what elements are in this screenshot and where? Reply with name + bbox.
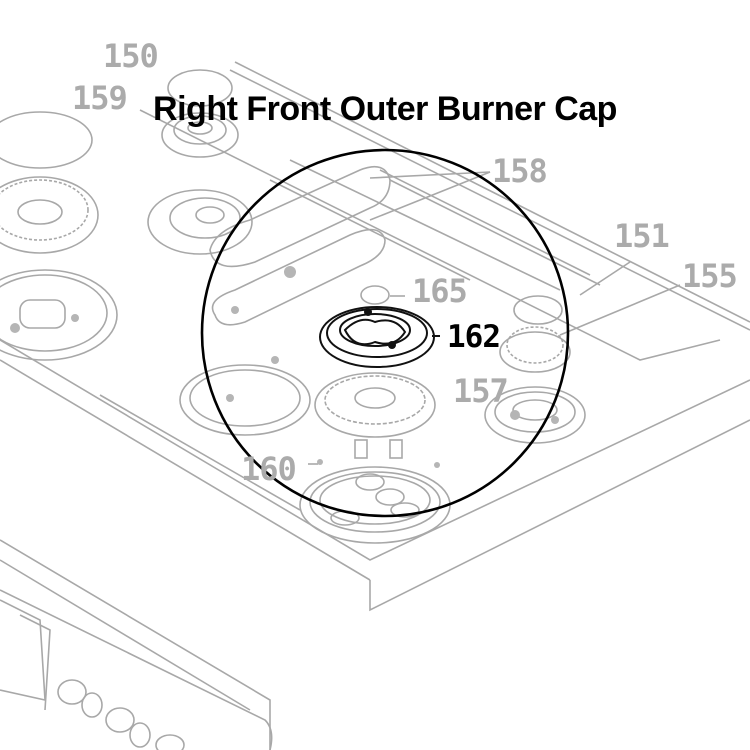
burner-base-center-rear	[147, 189, 253, 255]
callout-160: 160	[241, 450, 297, 488]
burner-base-157	[484, 386, 586, 444]
part-165	[360, 285, 405, 305]
callout-151: 151	[614, 217, 670, 255]
burner-base-center-left	[179, 356, 311, 436]
burner-base-160	[299, 459, 451, 544]
burner-cap-162-highlighted	[319, 306, 440, 368]
burner-base-left-front	[0, 269, 118, 361]
control-panel	[0, 589, 273, 750]
burner-155	[499, 261, 681, 373]
callout-162-highlighted: 162	[447, 319, 501, 355]
callout-159: 159	[72, 79, 128, 117]
callout-165: 165	[412, 272, 468, 310]
burner-cap-150	[0, 69, 233, 169]
callout-158: 158	[492, 152, 548, 190]
griddle-burner-158	[209, 165, 391, 326]
highlight-circle	[200, 148, 570, 518]
callout-155: 155	[682, 257, 738, 295]
burner-head-center	[314, 372, 436, 459]
burner-159	[161, 112, 239, 158]
burner-left-center	[0, 176, 99, 254]
diagram-title: Right Front Outer Burner Cap	[153, 90, 617, 128]
callout-157: 157	[453, 372, 509, 410]
cooktop-frame	[0, 61, 750, 750]
leader-lines	[369, 171, 491, 221]
callout-150: 150	[103, 37, 159, 75]
